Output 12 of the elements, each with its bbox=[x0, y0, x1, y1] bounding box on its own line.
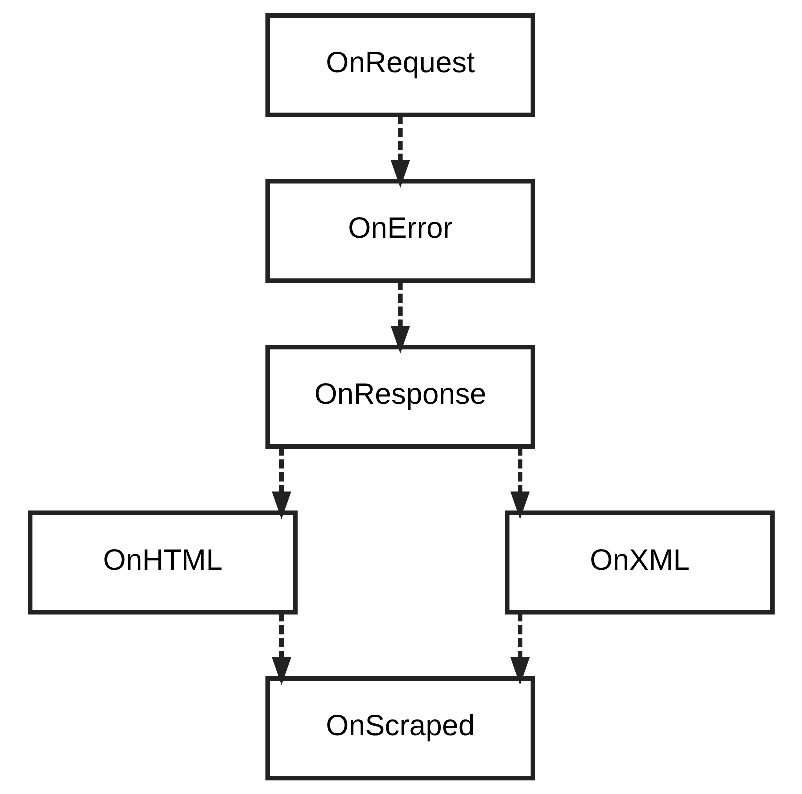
arrow bbox=[390, 115, 410, 188]
node-box: OnHTML bbox=[28, 510, 298, 615]
arrow bbox=[390, 280, 410, 354]
arrow bbox=[510, 446, 530, 520]
node-box: OnError bbox=[265, 179, 535, 284]
arrow bbox=[272, 612, 291, 686]
node-box: OnResponse bbox=[265, 344, 535, 450]
node-box: OnXML bbox=[504, 510, 774, 615]
node-box: OnScraped bbox=[265, 676, 535, 781]
node-box: OnRequest bbox=[265, 13, 535, 118]
arrow bbox=[272, 446, 291, 520]
arrow bbox=[510, 612, 530, 686]
